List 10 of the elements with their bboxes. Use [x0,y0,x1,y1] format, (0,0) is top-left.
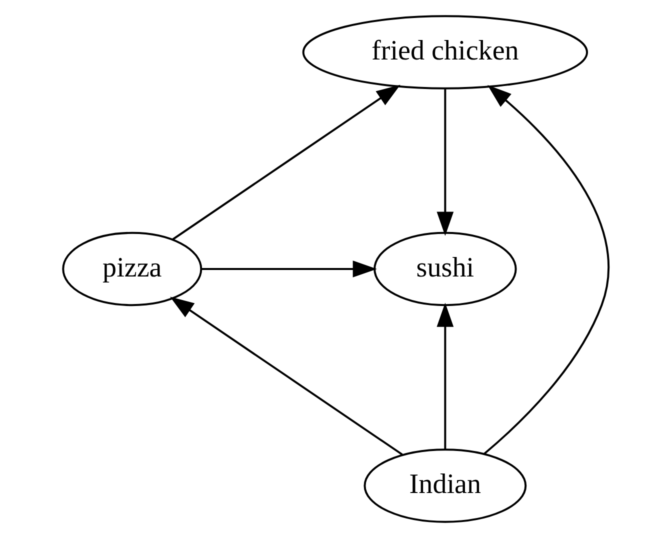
node-ellipse: Indian [364,448,527,523]
arrow [170,296,403,456]
arrow [172,84,400,240]
arrow [436,302,454,450]
node-ellipse: sushi [374,232,517,306]
arrow [202,260,377,278]
node-ellipse: fried chicken [302,15,588,90]
node-ellipse: pizza [62,232,202,306]
arrow [436,89,454,236]
arrow [484,84,610,455]
